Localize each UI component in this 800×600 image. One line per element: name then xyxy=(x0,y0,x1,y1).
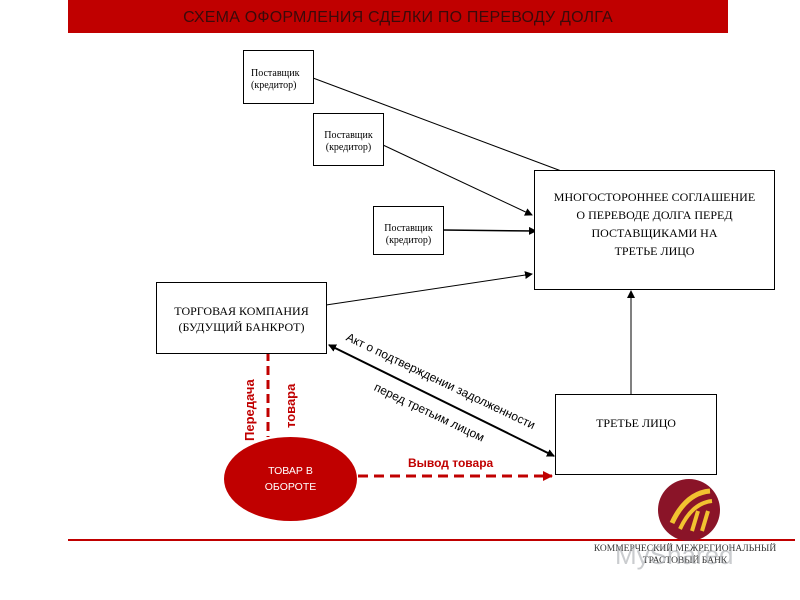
arrow-act-double xyxy=(328,344,555,457)
bank-name-line2: ТРАСТОВЫЙ БАНК xyxy=(642,556,728,566)
title-bar: СХЕМА ОФОРМЛЕНИЯ СДЕЛКИ ПО ПЕРЕВОДУ ДОЛГ… xyxy=(68,0,728,33)
page-title: СХЕМА ОФОРМЛЕНИЯ СДЕЛКИ ПО ПЕРЕВОДУ ДОЛГ… xyxy=(183,9,613,26)
agreement-line2: О ПЕРЕВОДЕ ДОЛГА ПЕРЕД xyxy=(576,208,733,222)
goods-line1: ТОВАР В xyxy=(268,465,313,477)
third-party-box: ТРЕТЬЕ ЛИЦО xyxy=(555,394,717,475)
bank-name-line1: КОММЕРЧЕСКИЙ МЕЖРЕГИОНАЛЬНЫЙ xyxy=(593,544,777,554)
supplier-box-3: Поставщик (кредитор) xyxy=(373,206,444,255)
supplier-1-line1: Поставщик xyxy=(251,68,300,79)
withdrawal-label: Вывод товара xyxy=(408,456,494,470)
agreement-box: МНОГОСТОРОННЕЕ СОГЛАШЕНИЕ О ПЕРЕВОДЕ ДОЛ… xyxy=(534,170,775,290)
company-line2: (БУДУЩИЙ БАНКРОТ) xyxy=(178,320,305,334)
footer-line xyxy=(68,539,795,541)
supplier-3-line2: (кредитор) xyxy=(385,235,432,246)
agreement-line1: МНОГОСТОРОННЕЕ СОГЛАШЕНИЕ xyxy=(553,190,756,204)
agreement-line3: ПОСТАВЩИКАМИ НА xyxy=(591,226,718,240)
agreement-line4: ТРЕТЬЕ ЛИЦО xyxy=(614,244,695,258)
company-line1: ТОРГОВАЯ КОМПАНИЯ xyxy=(174,304,309,318)
supplier-box-2: Поставщик (кредитор) xyxy=(313,113,384,166)
goods-line2: ОБОРОТЕ xyxy=(264,481,317,493)
supplier-2-line2: (кредитор) xyxy=(325,142,372,153)
bank-logo-icon xyxy=(669,488,713,532)
company-box: ТОРГОВАЯ КОМПАНИЯ (БУДУЩИЙ БАНКРОТ) xyxy=(156,282,327,354)
supplier-3-line1: Поставщик xyxy=(384,223,433,234)
transfer-label: Передача xyxy=(242,379,257,441)
goods-in-circulation: ТОВАР В ОБОРОТЕ xyxy=(224,437,357,521)
bank-logo xyxy=(658,479,720,541)
supplier-2-line1: Поставщик xyxy=(324,130,373,141)
arrow-supplier1-agreement xyxy=(312,77,597,186)
watermark: MyShared xyxy=(615,540,734,570)
arrow-supplier3-agreement xyxy=(442,226,537,235)
bank-name: КОММЕРЧЕСКИЙ МЕЖРЕГИОНАЛЬНЫЙ ТРАСТОВЫЙ Б… xyxy=(585,543,785,567)
supplier-1-line2: (кредитор) xyxy=(251,80,297,91)
arrow-supplier2-agreement xyxy=(382,144,533,216)
third-party-label: ТРЕТЬЕ ЛИЦО xyxy=(596,416,676,430)
goods-label: товара xyxy=(283,383,298,428)
supplier-box-1: Поставщик (кредитор) xyxy=(243,50,314,104)
arrow-company-agreement xyxy=(325,271,533,306)
